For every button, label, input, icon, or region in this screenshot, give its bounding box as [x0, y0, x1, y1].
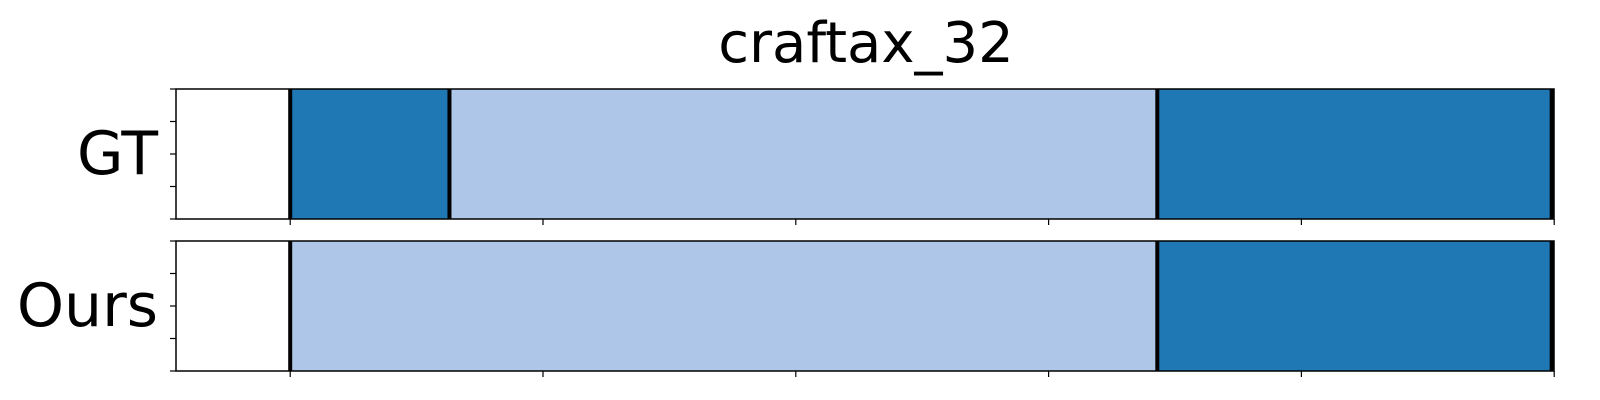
chart-title: craftax_32 [718, 11, 1014, 76]
segment-ours-1 [1157, 241, 1552, 371]
segment-ours-0 [290, 241, 1158, 371]
row-label-ours: Ours [17, 271, 158, 341]
row-label-gt: GT [77, 119, 158, 189]
segment-gt-2 [1157, 89, 1552, 219]
segment-gt-1 [449, 89, 1158, 219]
segment-gt-0 [290, 89, 450, 219]
